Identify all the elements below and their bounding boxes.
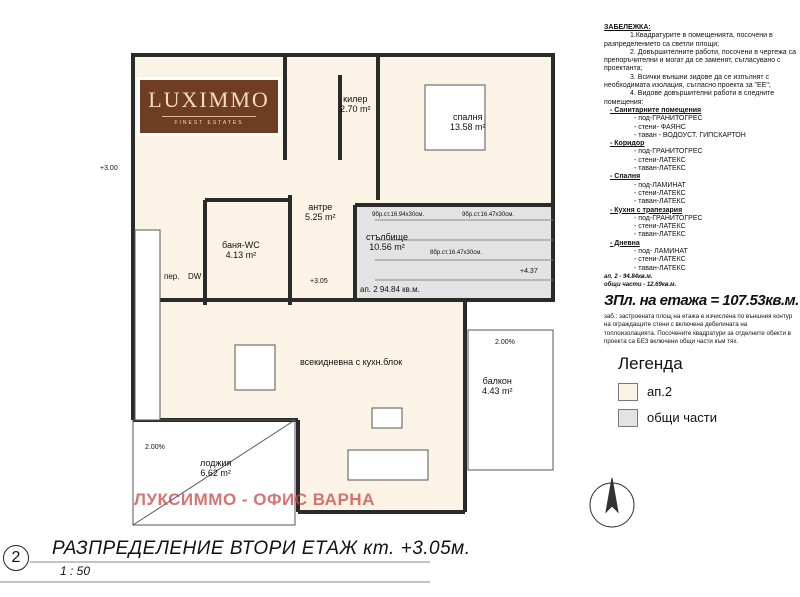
finish-category: - Санитарните помещения [610,106,702,114]
logo-tagline: FINEST ESTATES [162,116,256,126]
finish-item: - под-ГРАНИТОГРЕС [634,214,703,222]
drawing-scale: 1 : 50 [60,564,91,578]
finish-item: - стени- ФАЯНС [634,123,686,131]
drawing-title: РАЗПРЕДЕЛЕНИЕ ВТОРИ ЕТАЖ кт. +3.05м. [52,538,471,559]
finish-item: - стени-ЛАТЕКС [634,223,686,231]
watermark: ЛУКСИММО - ОФИС ВАРНА [134,490,375,509]
level-mark: +3.00 [100,165,118,172]
finish-item: - таван - ВОДОУСТ. ГИПСКАРТОН [634,131,746,139]
stairs-label: 8бр.ст.16.47x30см. [430,250,483,256]
note-item: 1.Квадратурите в помещенията, посочени в… [604,32,773,48]
stairs-label: 9бр.ст.16.94x30см. [372,212,425,218]
loggia-outline [132,419,296,526]
finish-category: - Спалня [610,173,641,181]
apartment-area-text: ап. 2 - 94.84кв.м. [604,273,653,280]
legend-item-common: общи части [618,408,796,427]
fridge-label: пер. [164,272,180,281]
finish-item: - под-ЛАМИНАТ [634,181,686,189]
sheet-number: 2 [3,545,29,571]
note-item: 3. Всички външни зидове да се изпълнят с… [604,73,771,90]
apartment-label: ап. 2 94.84 кв.м. [360,285,420,294]
level-mark: +4.37 [520,268,538,275]
compass [589,477,635,528]
finish-item: - таван-ЛАТЕКС [634,165,686,173]
notes: ЗАБЕЛЕЖКА: 1.Квадратурите в помещенията,… [604,24,796,289]
finish-category: - Кухня с трапезария [610,206,683,214]
finish-item: - под- ЛАМИНАТ [634,248,688,256]
finish-item: - под-ГРАНИТОГРЕС [634,115,703,123]
dishwasher-label: DW [188,272,202,281]
stairs-label: 9бр.ст.16.47x30см. [462,212,515,218]
stairwell-area [355,205,553,300]
legend-title: Легенда [618,353,683,373]
finish-item: - таван-ЛАТЕКС [634,231,686,239]
finish-item: - под-ГРАНИТОГРЕС [634,148,703,156]
note-item: 4. Видове довършителни работи в следните… [604,90,775,106]
note-item: 2. Довършителните работи, посочени в чер… [604,48,796,73]
finish-item: - стени-ЛАТЕКС [634,256,686,264]
level-mark: +3.05 [310,278,328,285]
notes-column: ЗАБЕЛЕЖКА: 1.Квадратурите в помещенията,… [604,24,799,427]
notes-heading: ЗАБЕЛЕЖКА: [604,24,651,31]
slope-label: 2.00% [145,444,165,451]
finish-item: - стени-ЛАТЕКС [634,189,686,197]
legend-swatch [618,408,638,427]
finish-item: - таван-ЛАТЕКС [634,264,686,272]
finish-category: - Дневна [610,239,640,247]
logo-name: LUXIMMO [148,87,270,112]
legend-swatch [618,382,638,401]
finish-category: - Коридор [610,140,645,148]
luximmo-logo: LUXIMMO FINEST ESTATES [137,77,281,136]
area-note: заб.: застроената площ на етажа е изчисл… [604,312,793,346]
finish-item: - таван-ЛАТЕКС [634,198,686,206]
finish-item: - стени-ЛАТЕКС [634,156,686,164]
common-area-text: общи части - 12.69кв.м. [604,281,677,288]
slope-label: 2.00% [495,339,515,346]
total-area: ЗПл. на етажа = 107.53кв.м. [604,291,799,309]
balcony-outline [467,329,554,471]
room-living: всекидневна с кухн.блок [300,357,403,367]
legend-item-apartment: ап.2 [618,382,796,401]
